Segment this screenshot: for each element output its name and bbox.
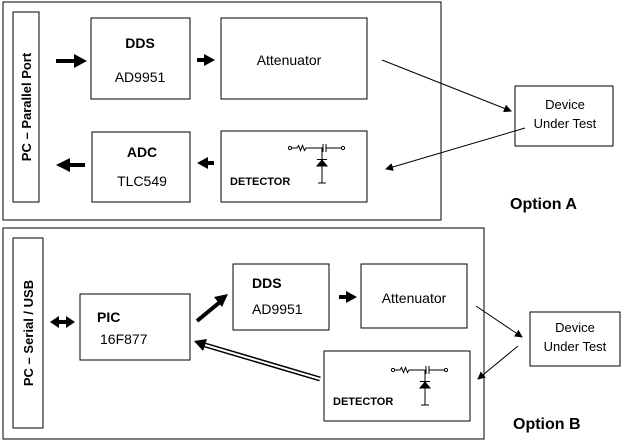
adc-a-part: TLC549 [117, 173, 167, 189]
adc-a-title: ADC [127, 144, 157, 160]
dds-a-box [90, 17, 191, 100]
option-a-section: PC – Parallel Port DDS AD9951 Attenuator… [2, 1, 614, 221]
dut-a-line1: Device [545, 97, 585, 112]
dut-a-line2: Under Test [534, 116, 597, 131]
dds-b-box [232, 263, 330, 331]
pc-parallel-port-box [12, 11, 40, 203]
arrow-pic-to-dds-b [195, 294, 228, 323]
pc-serial-usb-box [12, 237, 44, 429]
option-b-frame [2, 227, 485, 440]
dut-b-line2: Under Test [544, 339, 607, 354]
arrow-attenuator-to-dut-a [381, 59, 512, 113]
dds-b-part: AD9951 [252, 301, 303, 317]
detector-a-box [220, 130, 368, 203]
detector-a-label: DETECTOR [230, 176, 290, 188]
dds-b-title: DDS [252, 275, 282, 291]
detector-a-circuit-icon [287, 144, 346, 184]
arrow-pc-pic-bidirectional [50, 316, 75, 328]
attenuator-b-box [360, 263, 468, 329]
dut-a-box [514, 85, 614, 147]
arrow-detector-to-pic-b [194, 339, 321, 382]
detector-b-circuit-icon [390, 366, 449, 406]
attenuator-b-label: Attenuator [382, 290, 447, 306]
arrow-attenuator-to-dut-b [475, 305, 523, 338]
detector-b-box [323, 350, 471, 422]
arrow-adc-to-pc-a [56, 158, 85, 172]
pic-part: 16F877 [100, 331, 148, 347]
dds-a-title: DDS [125, 35, 155, 51]
option-a-label: Option A [510, 196, 577, 213]
option-b-section: PC – Serial / USB PIC 16F877 DDS AD9951 … [2, 227, 621, 440]
pic-title: PIC [97, 309, 120, 325]
arrow-dut-to-detector-a [385, 127, 526, 171]
arrow-dds-to-attenuator-b [339, 291, 357, 303]
attenuator-a-label: Attenuator [257, 52, 322, 68]
arrow-dut-to-detector-b [477, 345, 519, 380]
arrow-dds-to-attenuator-a [197, 54, 215, 66]
pc-serial-usb-label: PC – Serial / USB [21, 280, 36, 386]
pc-parallel-port-label: PC – Parallel Port [19, 52, 34, 161]
dut-b-line1: Device [555, 320, 595, 335]
pic-box [79, 293, 191, 361]
option-b-label: Option B [513, 416, 581, 433]
arrow-detector-to-adc-a [197, 157, 214, 169]
dds-a-part: AD9951 [115, 69, 166, 85]
option-a-frame [2, 1, 442, 221]
arrow-pc-to-dds-a [56, 54, 87, 68]
dut-b-box [529, 311, 621, 367]
adc-a-box [91, 131, 191, 203]
detector-b-label: DETECTOR [333, 396, 393, 408]
attenuator-a-box [220, 17, 368, 100]
